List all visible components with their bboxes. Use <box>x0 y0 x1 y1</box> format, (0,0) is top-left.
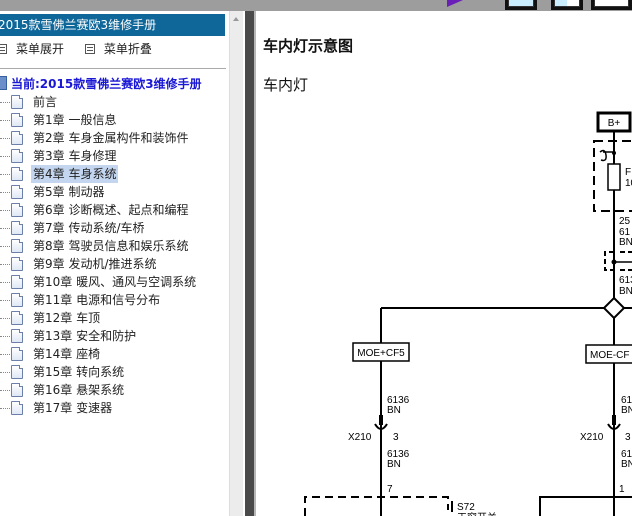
sidebar-divider <box>0 68 226 69</box>
svg-text:天窗开关: 天窗开关 <box>457 511 497 516</box>
svg-text:3: 3 <box>393 432 399 443</box>
tree-item-label: 第9章 发动机/推进系统 <box>33 257 157 271</box>
svg-text:BN: BN <box>387 459 401 470</box>
document-icon <box>11 311 23 325</box>
book-icon <box>0 76 7 90</box>
svg-text:6136: 6136 <box>387 449 410 460</box>
svg-text:X210: X210 <box>348 432 372 443</box>
svg-text:BN: BN <box>619 237 632 248</box>
collapse-menu-button[interactable]: 菜单折叠 <box>84 39 152 59</box>
svg-text:S72: S72 <box>457 502 475 513</box>
maximize-window-button[interactable] <box>591 0 632 10</box>
sidebar-toc: 2015款雪佛兰赛欧3维修手册 菜单展开 菜单折叠 当前:2015款雪佛兰赛欧3… <box>0 11 229 516</box>
collapse-menu-icon <box>84 44 95 54</box>
document-icon <box>11 185 23 199</box>
document-icon <box>11 221 23 235</box>
document-icon <box>11 167 23 181</box>
split-window-button[interactable] <box>551 0 583 10</box>
document-icon <box>11 149 23 163</box>
svg-text:BN: BN <box>621 459 632 470</box>
tree-item-label: 第10章 暖风、通风与空调系统 <box>33 275 197 289</box>
tree-item-label: 第12章 车顶 <box>33 311 101 325</box>
document-icon <box>11 365 23 379</box>
svg-text:10: 10 <box>625 178 632 189</box>
document-icon <box>11 95 23 109</box>
expand-menu-label: 菜单展开 <box>16 42 65 56</box>
document-icon <box>11 113 23 127</box>
tree-item-label: 第5章 制动器 <box>33 185 105 199</box>
svg-text:F: F <box>625 167 631 178</box>
content-pane: 车内灯示意图 车内灯 B+ F 10 25 61 BN 613 BN MOE+C… <box>256 11 632 516</box>
document-icon <box>11 203 23 217</box>
document-icon <box>11 293 23 307</box>
svg-text:613: 613 <box>619 275 632 286</box>
tree-item-label: 第2章 车身金属构件和装饰件 <box>33 131 189 145</box>
expand-menu-icon <box>0 44 7 54</box>
tree-root-current[interactable]: 当前:2015款雪佛兰赛欧3维修手册 <box>0 75 202 93</box>
sidebar-title: 2015款雪佛兰赛欧3维修手册 <box>0 14 225 36</box>
svg-text:BN: BN <box>619 286 632 297</box>
tree-item-label: 第3章 车身修理 <box>33 149 117 163</box>
flag-icon[interactable] <box>447 0 463 7</box>
tree-item-label: 第11章 电源和信号分布 <box>33 293 161 307</box>
document-icon <box>11 131 23 145</box>
collapse-menu-label: 菜单折叠 <box>103 42 152 56</box>
svg-text:25: 25 <box>619 216 631 227</box>
svg-text:61: 61 <box>621 449 632 460</box>
tree-item-label: 第14章 座椅 <box>33 347 101 361</box>
svg-text:61: 61 <box>621 395 632 406</box>
document-icon <box>11 275 23 289</box>
page-title: 车内灯示意图 <box>263 37 354 55</box>
tree-item-label: 第13章 安全和防护 <box>33 329 137 343</box>
tree-item-label: 第8章 驾驶员信息和娱乐系统 <box>33 239 189 253</box>
document-icon <box>11 383 23 397</box>
tree-item-label: 第7章 传动系统/车桥 <box>33 221 145 235</box>
svg-text:61: 61 <box>619 227 631 238</box>
svg-text:BN: BN <box>621 405 632 416</box>
scroll-up-arrow-icon[interactable] <box>233 17 239 21</box>
svg-text:1: 1 <box>619 484 625 495</box>
tree-item-label: 第16章 悬架系统 <box>33 383 125 397</box>
tree-item-label: 第6章 诊断概述、起点和编程 <box>33 203 189 217</box>
sidebar-scrollbar[interactable] <box>229 11 243 516</box>
tree-item-label: 第17章 变速器 <box>33 401 113 415</box>
svg-text:BN: BN <box>387 405 401 416</box>
document-icon <box>11 401 23 415</box>
document-icon <box>11 347 23 361</box>
document-icon <box>11 239 23 253</box>
tree-root-label: 当前:2015款雪佛兰赛欧3维修手册 <box>11 77 202 91</box>
wiring-diagram: B+ F 10 25 61 BN 613 BN MOE+CF5 6136 BN <box>304 111 632 516</box>
tree-item-label: 第15章 转向系统 <box>33 365 125 379</box>
svg-text:7: 7 <box>387 484 393 495</box>
document-icon <box>11 257 23 271</box>
svg-text:MOE+CF5: MOE+CF5 <box>357 348 405 359</box>
svg-text:6136: 6136 <box>387 395 410 406</box>
tree-item-label: 前言 <box>33 95 58 109</box>
document-icon <box>11 329 23 343</box>
svg-text:MOE-CF: MOE-CF <box>590 350 629 361</box>
window-top-strip <box>0 0 632 11</box>
pane-splitter[interactable] <box>245 11 254 516</box>
tree-item-label: 第4章 车身系统 <box>31 165 119 183</box>
sidebar-actions: 菜单展开 菜单折叠 <box>0 39 152 59</box>
page-subtitle: 车内灯 <box>263 76 309 94</box>
svg-text:3: 3 <box>625 432 631 443</box>
svg-text:B+: B+ <box>608 118 621 129</box>
svg-text:X210: X210 <box>580 432 604 443</box>
tree-item-label: 第1章 一般信息 <box>33 113 117 127</box>
tile-window-button[interactable] <box>505 0 537 10</box>
pane-splitter-edge <box>254 11 256 516</box>
expand-menu-button[interactable]: 菜单展开 <box>0 39 64 59</box>
